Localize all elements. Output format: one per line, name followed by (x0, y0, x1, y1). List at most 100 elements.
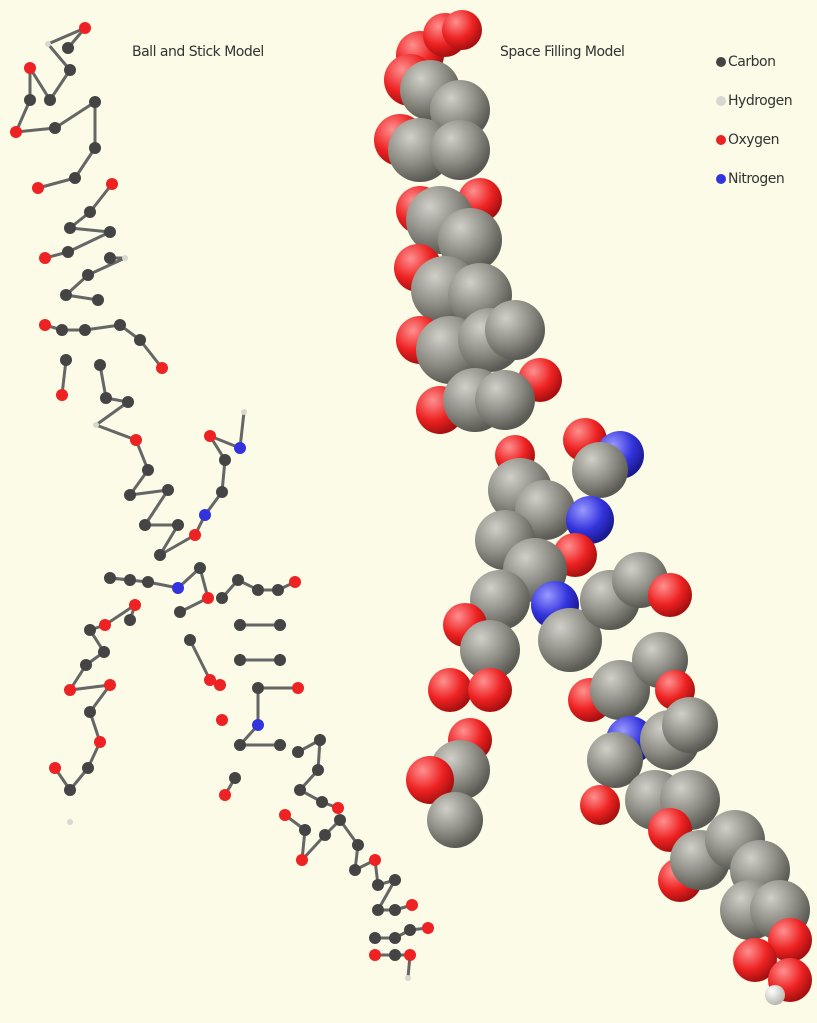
atom (406, 899, 418, 911)
atom (69, 172, 81, 184)
atom (234, 739, 246, 751)
sphere (406, 756, 454, 804)
bond (73, 147, 97, 179)
atom (172, 519, 184, 531)
bond (37, 176, 76, 190)
atom (24, 62, 36, 74)
atom (79, 22, 91, 34)
atom (316, 796, 328, 808)
atom (62, 42, 74, 54)
atom (299, 824, 311, 836)
atom (89, 142, 101, 154)
sphere (442, 10, 482, 50)
atom (274, 654, 286, 666)
atom (279, 809, 291, 821)
atom (62, 246, 74, 258)
atom (142, 576, 154, 588)
atom (45, 41, 51, 47)
atom (252, 584, 264, 596)
bond (104, 603, 136, 627)
legend-label: Hydrogen (728, 92, 793, 109)
atom (372, 879, 384, 891)
atom (114, 319, 126, 331)
legend: Carbon Hydrogen Oxygen Nitrogen (716, 42, 793, 198)
atom (104, 679, 116, 691)
bond (67, 230, 111, 254)
atom (372, 904, 384, 916)
oxygen-swatch (716, 134, 726, 145)
atom (422, 922, 434, 934)
atom (104, 226, 116, 238)
sphere (662, 697, 718, 753)
atom (49, 122, 61, 134)
atom (106, 178, 118, 190)
ball-and-stick-title: Ball and Stick Model (132, 44, 264, 60)
bond (143, 489, 170, 526)
sphere (733, 938, 777, 982)
atom (172, 582, 184, 594)
legend-item-carbon: Carbon (716, 42, 792, 81)
atom (389, 949, 401, 961)
atom (142, 464, 154, 476)
atom (104, 252, 116, 264)
atom (349, 864, 361, 876)
atom (314, 734, 326, 746)
atom (89, 96, 101, 108)
nitrogen-swatch (716, 173, 726, 184)
atom (98, 646, 110, 658)
atom (64, 222, 76, 234)
carbon-swatch (716, 56, 726, 67)
atom (82, 762, 94, 774)
bond (129, 488, 169, 497)
atom (79, 324, 91, 336)
sphere (590, 660, 650, 720)
atom (93, 422, 99, 428)
atom (219, 789, 231, 801)
sphere (427, 792, 483, 848)
hydrogen-swatch (716, 95, 726, 106)
bond (69, 683, 111, 692)
atom (39, 252, 51, 264)
atom (234, 619, 246, 631)
sphere (587, 732, 643, 788)
atom (194, 562, 206, 574)
atom (289, 576, 301, 588)
atom (56, 324, 68, 336)
atom (84, 206, 96, 218)
atom (56, 389, 68, 401)
legend-item-nitrogen: Nitrogen (716, 159, 792, 198)
bond (238, 411, 246, 449)
atom (130, 434, 142, 446)
bond (159, 533, 196, 557)
atom (405, 975, 411, 981)
atom (389, 932, 401, 944)
atom (294, 784, 306, 796)
space-filling-title: Space Filling Model (500, 44, 625, 60)
atom (272, 584, 284, 596)
atom (252, 682, 264, 694)
atom (292, 682, 304, 694)
atom (162, 484, 174, 496)
atom (84, 706, 96, 718)
atom (124, 574, 136, 586)
atom (122, 255, 128, 261)
legend-item-oxygen: Oxygen (716, 120, 792, 159)
bond (54, 100, 96, 130)
atom (92, 294, 104, 306)
atom (67, 819, 73, 825)
atom (216, 714, 228, 726)
atom (156, 362, 168, 374)
atom (64, 784, 76, 796)
sphere (468, 668, 512, 712)
atom (124, 614, 136, 626)
atom (369, 932, 381, 944)
atom (369, 949, 381, 961)
sphere (428, 668, 472, 712)
atom (139, 519, 151, 531)
bond (47, 26, 86, 46)
atom (80, 659, 92, 671)
atom (204, 430, 216, 442)
atom (84, 624, 96, 636)
atom (39, 319, 51, 331)
atom (234, 442, 246, 454)
